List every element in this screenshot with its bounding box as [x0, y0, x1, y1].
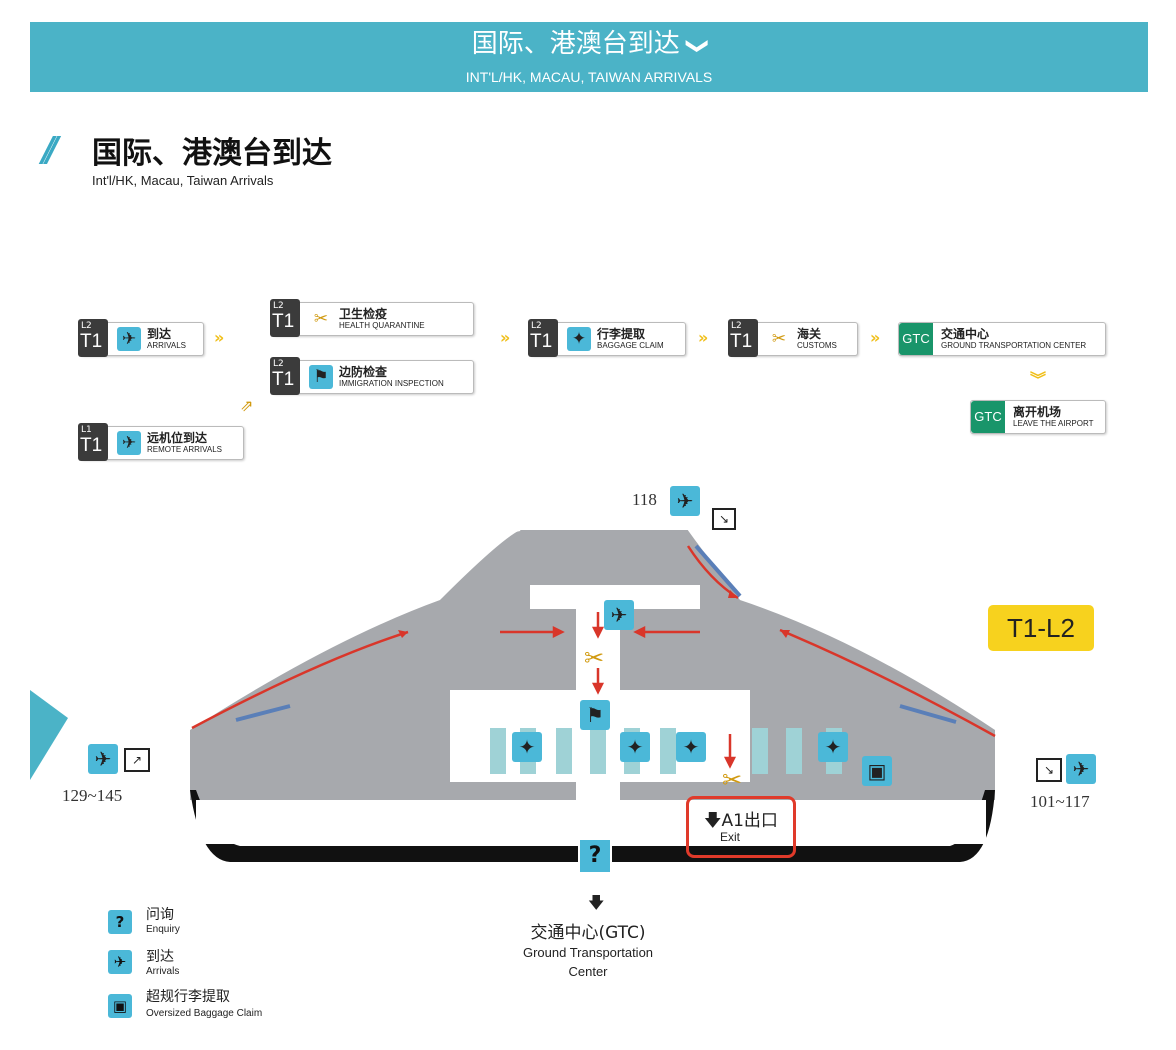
arrival-plane-icon: ✈	[670, 486, 700, 516]
baggage-icon: ✦	[620, 732, 650, 762]
gate-label-top: 118	[632, 490, 657, 509]
flow-arrow-icon: »	[500, 328, 511, 347]
step-label-en: ARRIVALS	[147, 341, 186, 350]
direction-marker-icon	[30, 690, 68, 780]
step-label-cn: 远机位到达	[147, 431, 208, 445]
legend-label-cn: 超规行李提取	[146, 989, 230, 1005]
escalator-icon: ⇗	[240, 396, 254, 415]
gate-label-left: 129~145	[62, 786, 123, 805]
page-subtitle: Int'l/HK, Macau, Taiwan Arrivals	[92, 173, 274, 188]
exit-label: 🡇A1出口	[704, 811, 778, 831]
quarantine-icon: ✂	[313, 309, 329, 329]
gtc-label-en: Ground Transportation Center	[522, 945, 654, 979]
arrival-plane-icon: ✈	[1066, 754, 1096, 784]
customs-icon: ✂	[722, 766, 743, 794]
legend-label-en: Enquiry	[146, 924, 180, 935]
step-label-cn: 到达	[147, 327, 172, 341]
enquiry-icon[interactable]: ?	[578, 838, 612, 874]
flow-step-gtc: GTC 交通中心 GROUND TRANSPORTATION CENTER	[898, 322, 1106, 356]
customs-icon: ✂	[771, 329, 787, 349]
arrival-plane-icon: ✈	[117, 431, 141, 455]
header-title: 国际、港澳台到达❯	[30, 28, 1148, 62]
arrival-plane-icon: ✈	[88, 744, 118, 774]
escalator-down-icon: ↘	[1036, 758, 1062, 782]
arrival-plane-icon: ✈	[117, 327, 141, 351]
legend-enquiry-icon: ?	[108, 910, 132, 934]
legend-label-en: Oversized Baggage Claim	[146, 1008, 263, 1019]
quarantine-icon: ✂	[584, 644, 605, 672]
header-subtitle: INT'L/HK, MACAU, TAIWAN ARRIVALS	[465, 69, 713, 85]
exit-label-en: Exit	[720, 830, 741, 844]
step-label-cn: 行李提取	[597, 327, 646, 341]
flow-arrow-icon: »	[214, 328, 225, 347]
gtc-label: 交通中心(GTC)	[530, 923, 646, 943]
immigration-icon: ⚑	[580, 700, 610, 730]
step-label-cn: 边防检查	[339, 365, 388, 379]
step-label-en: GROUND TRANSPORTATION CENTER	[941, 341, 1087, 350]
gtc-badge: GTC	[899, 323, 933, 355]
flow-arrow-icon: »	[698, 328, 709, 347]
oversized-baggage-icon: ▣	[862, 756, 892, 786]
baggage-icon: ✦	[676, 732, 706, 762]
baggage-icon: ✦	[818, 732, 848, 762]
legend-arrival-plane-icon: ✈	[108, 950, 132, 974]
escalator-up-icon: ↗	[124, 748, 150, 772]
escalator-down-icon: ↘	[712, 508, 736, 530]
arrival-plane-icon: ✈	[604, 600, 634, 630]
flow-step-leave-airport: GTC 离开机场 LEAVE THE AIRPORT	[970, 400, 1106, 434]
step-label-cn: 海关	[797, 327, 822, 341]
baggage-icon: ✦	[567, 327, 591, 351]
legend-label-en: Arrivals	[146, 966, 180, 977]
down-arrow-icon: 🡇	[704, 811, 722, 831]
legend-label-cn: 到达	[146, 949, 174, 965]
step-label-cn: 交通中心	[941, 327, 990, 341]
level-badge: T1-L2	[988, 605, 1094, 651]
immigration-icon: ⚑	[309, 365, 333, 389]
down-arrow-icon: 🡇	[588, 893, 605, 912]
step-label-cn: 离开机场	[1013, 405, 1062, 419]
step-label-cn: 卫生检疫	[339, 307, 388, 321]
exit-a1-highlight[interactable]	[686, 796, 796, 858]
flow-arrow-icon: »	[870, 328, 881, 347]
legend-oversized-baggage-icon: ▣	[108, 994, 132, 1018]
gtc-badge: GTC	[971, 401, 1005, 433]
baggage-icon: ✦	[512, 732, 542, 762]
step-label-en: REMOTE ARRIVALS	[147, 445, 222, 454]
step-label-en: IMMIGRATION INSPECTION	[339, 379, 444, 388]
legend-label-cn: 问询	[146, 907, 174, 923]
step-label-en: LEAVE THE AIRPORT	[1013, 419, 1094, 428]
page-title: 国际、港澳台到达	[92, 136, 332, 171]
step-label-en: BAGGAGE CLAIM	[597, 341, 664, 350]
step-label-en: CUSTOMS	[797, 341, 837, 350]
flow-down-arrow-icon: ︾	[1030, 370, 1047, 389]
header-bar[interactable]: 国际、港澳台到达❯ INT'L/HK, MACAU, TAIWAN ARRIVA…	[30, 22, 1148, 92]
gate-label-right: 101~117	[1030, 792, 1090, 811]
step-label-en: HEALTH QUARANTINE	[339, 321, 425, 330]
header-title-cn: 国际、港澳台到达	[471, 29, 680, 59]
